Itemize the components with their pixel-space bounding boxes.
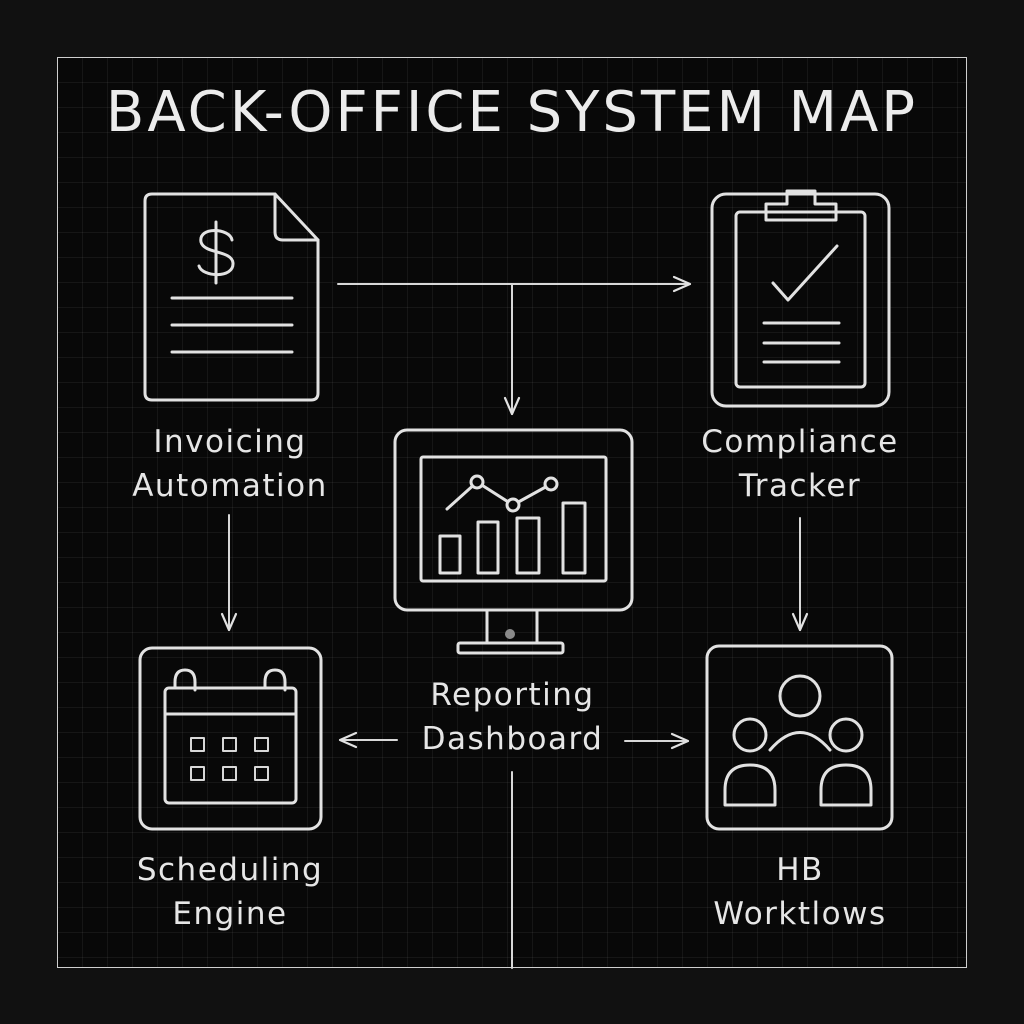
- node-label-line2: Dashboard: [421, 721, 604, 757]
- monitor-chart-icon: [393, 428, 634, 655]
- people-group-icon: [705, 644, 894, 831]
- node-label-line1: Compliance: [701, 424, 899, 460]
- node-label-scheduling-engine: Scheduling Engine: [100, 848, 360, 936]
- node-label-reporting-dashboard: Reporting Dashboard: [395, 673, 630, 761]
- node-label-line1: Scheduling: [136, 852, 324, 888]
- invoice-document-icon: [143, 192, 320, 402]
- diagram-title: BACK-OFFICE SYSTEM MAP: [105, 80, 919, 145]
- node-label-hr-workflows: HB Worktlows: [680, 848, 920, 936]
- node-label-line2: Engine: [172, 896, 288, 932]
- diagram-panel: [57, 57, 967, 968]
- node-label-line2: Worktlows: [713, 896, 887, 932]
- node-label-line2: Tracker: [738, 468, 862, 504]
- node-label-invoicing-automation: Invoicing Automation: [100, 420, 360, 508]
- node-label-line2: Automation: [132, 468, 328, 504]
- node-label-line1: Reporting: [430, 677, 595, 713]
- calendar-icon: [138, 646, 323, 831]
- node-label-line1: Invoicing: [153, 424, 307, 460]
- node-label-line1: HB: [776, 852, 824, 888]
- node-label-compliance-tracker: Compliance Tracker: [680, 420, 920, 508]
- clipboard-check-icon: [710, 189, 891, 408]
